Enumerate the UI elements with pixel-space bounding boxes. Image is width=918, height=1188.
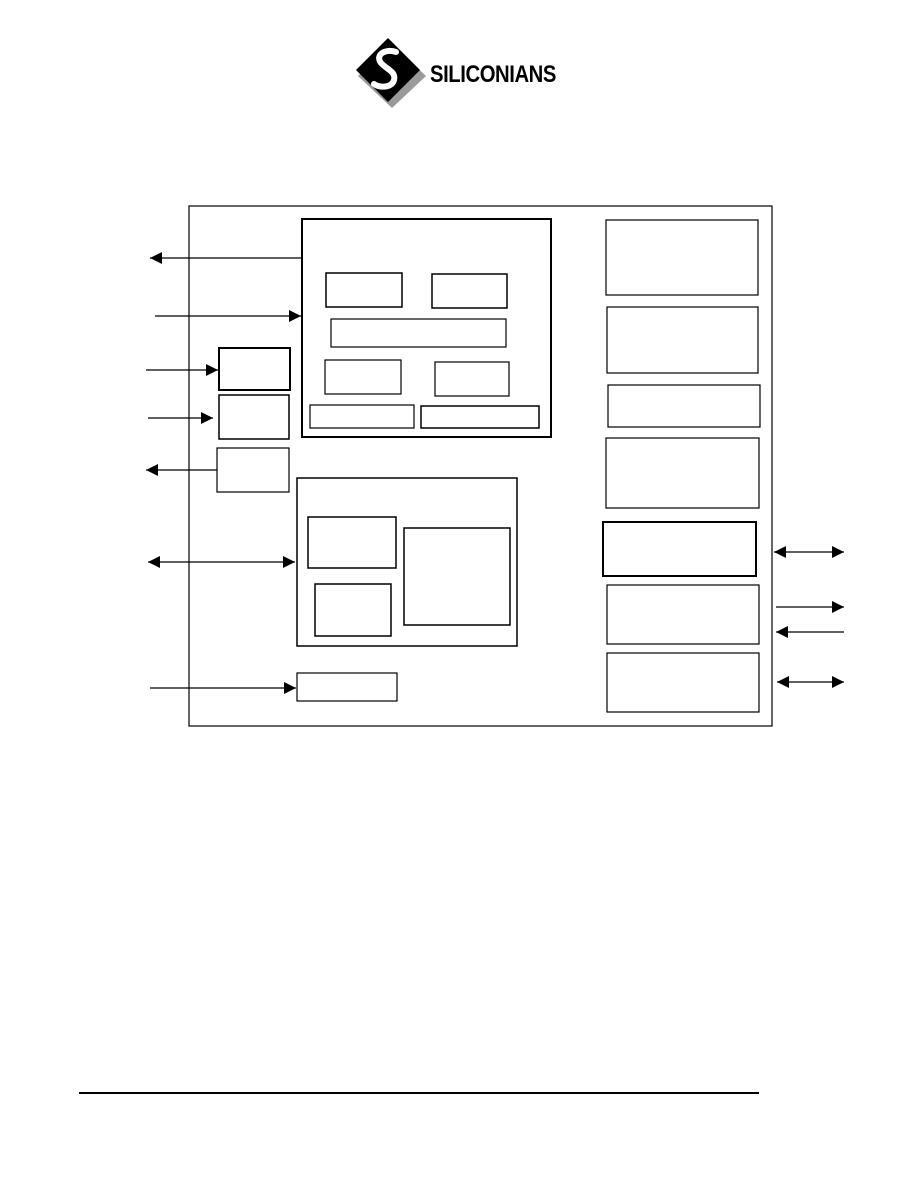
core-bus-block (330, 318, 507, 348)
core-bottom-block-right (420, 405, 540, 429)
core-block (301, 218, 552, 438)
left-block-3 (216, 447, 290, 493)
core-bottom-block-left (309, 404, 415, 429)
siliconians-logo: SILICONIANS (356, 38, 557, 108)
right-block-2 (606, 306, 759, 374)
logo-wordmark: SILICONIANS (430, 61, 556, 88)
right-block-5 (602, 521, 757, 577)
core-sub-block-1 (325, 272, 403, 308)
left-block-2 (218, 394, 290, 440)
right-block-1 (605, 219, 759, 296)
chip-boundary (188, 205, 773, 727)
core-sub-block-4 (434, 361, 510, 397)
memory-group (296, 477, 518, 647)
left-block-1 (218, 347, 291, 391)
footer-rule (79, 1092, 759, 1094)
memory-array-block (403, 527, 511, 626)
core-sub-block-3 (324, 359, 402, 395)
bottom-input-block (296, 672, 398, 702)
right-block-3 (607, 384, 761, 428)
right-block-4 (605, 437, 760, 509)
right-block-7 (606, 652, 760, 713)
core-sub-block-2 (431, 273, 508, 309)
memory-sub-block-2 (314, 583, 392, 637)
logo-s-mark (371, 48, 399, 90)
memory-sub-block-1 (307, 516, 397, 569)
right-block-6 (606, 584, 760, 645)
